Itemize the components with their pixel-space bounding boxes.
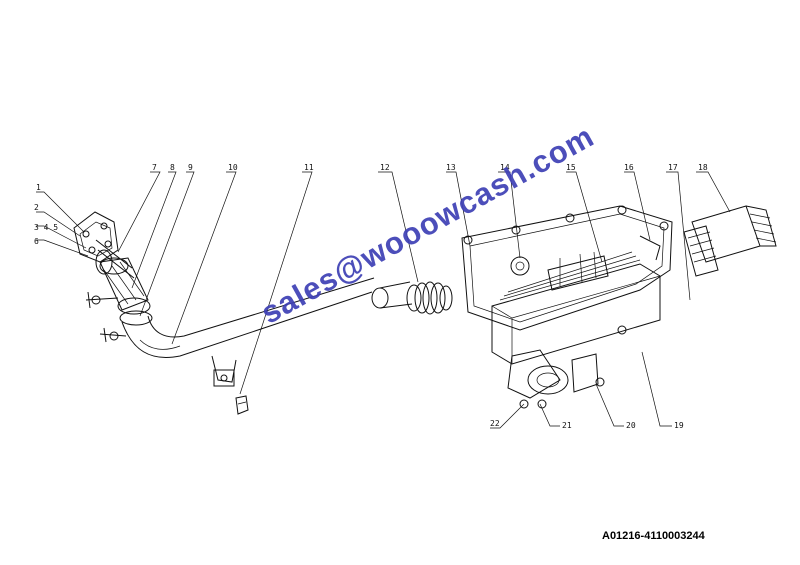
callout-9: 9: [188, 163, 193, 172]
front-pipe: [121, 277, 375, 387]
muffler-housing: [461, 205, 673, 331]
callout-3-4-5: 3 4 5: [34, 223, 58, 232]
callout-13: 13: [446, 163, 456, 172]
lower-fittings: [507, 349, 605, 409]
leader-lines: [36, 171, 731, 429]
callout-18: 18: [698, 163, 708, 172]
bellows-section: [371, 281, 453, 315]
callout-22: 22: [490, 419, 500, 428]
callout-labels: 1 2 3 4 5 6 7 8 9 10 11 12 13 14 15 16 1…: [34, 163, 708, 430]
callout-8: 8: [170, 163, 175, 172]
manifold-flange: [73, 211, 135, 279]
callout-19: 19: [674, 421, 684, 430]
callout-12: 12: [380, 163, 390, 172]
callout-20: 20: [626, 421, 636, 430]
callout-15: 15: [566, 163, 576, 172]
callout-1: 1: [36, 183, 41, 192]
callout-17: 17: [668, 163, 678, 172]
part-code: A01216-4110003244: [602, 530, 705, 542]
callout-6: 6: [34, 237, 39, 246]
bolt-11: [235, 395, 249, 415]
callout-2: 2: [34, 203, 39, 212]
callout-10: 10: [228, 163, 238, 172]
callout-16: 16: [624, 163, 634, 172]
callout-21: 21: [562, 421, 572, 430]
tail-pipe: [683, 205, 777, 277]
callout-14: 14: [500, 163, 510, 172]
callout-11: 11: [304, 163, 314, 172]
callout-7: 7: [152, 163, 157, 172]
flex-pipe-and-clamp: [85, 257, 153, 343]
